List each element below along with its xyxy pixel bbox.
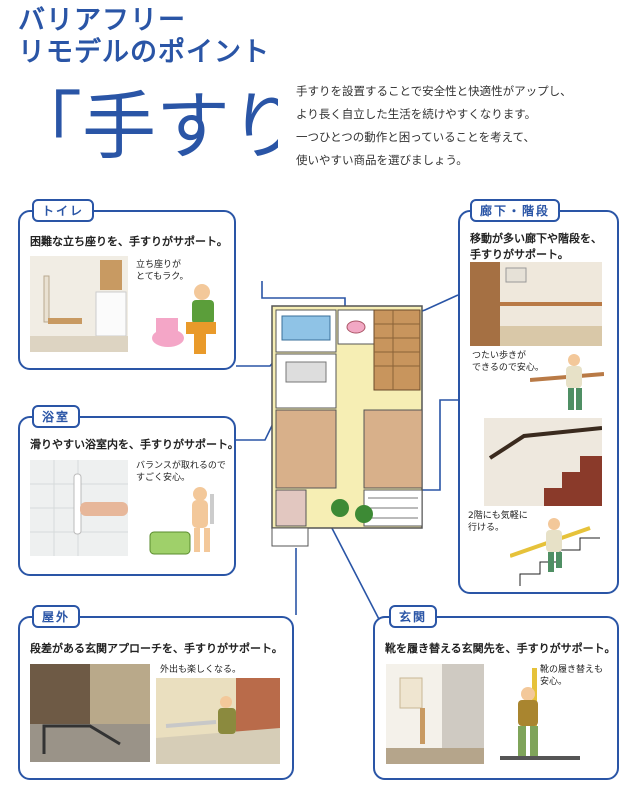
toilet-illustration — [146, 282, 228, 360]
stairs-photo — [484, 418, 602, 506]
section-bath-label: 浴室 — [32, 405, 81, 428]
section-bath-headline: 滑りやすい浴室内を、手すりがサポート。 — [30, 438, 239, 451]
entrance-caption: 靴の履き替えも安心。 — [540, 665, 604, 687]
outdoor-illustration — [156, 678, 280, 764]
header-line1: バリアフリー — [18, 5, 186, 36]
intro-line: 手すりを設置することで安全性と快適性がアップし、 — [296, 84, 572, 98]
section-hall-label: 廊下・階段 — [470, 199, 561, 222]
outdoor-caption: 外出も楽しくなる。 — [160, 665, 242, 675]
intro-line: 一つひとつの動作と困っていることを考えて、 — [296, 130, 535, 144]
bath-photo — [30, 460, 128, 556]
section-outdoor-label: 屋外 — [32, 605, 81, 628]
hall-photo — [470, 262, 602, 346]
section-toilet-label: トイレ — [32, 199, 95, 222]
toilet-photo — [30, 256, 128, 352]
section-hall-headline: 移動が多い廊下や階段を、手すりがサポート。 — [470, 232, 602, 261]
big-title-text: 「手すり」 — [8, 85, 278, 166]
bath-caption: バランスが取れるのですごく安心。 — [136, 461, 226, 483]
section-entrance-label: 玄関 — [389, 605, 438, 628]
hall-caption1: つたい歩きができるので安心。 — [472, 351, 544, 373]
entrance-illustration — [500, 668, 610, 768]
intro-line: より長く自立した生活を続けやすくなります。 — [296, 107, 537, 121]
toilet-caption: 立ち座りがとてもラク。 — [136, 260, 189, 282]
intro-line: 使いやすい商品を選びましょう。 — [296, 153, 468, 167]
intro-text: 手すりを設置することで安全性と快適性がアップし、 より長く自立した生活を続けやす… — [296, 80, 616, 172]
hall-illustration2 — [510, 512, 606, 586]
section-entrance-headline: 靴を履き替える玄関先を、手すりがサポート。 — [385, 642, 616, 655]
header-line2: リモデルのポイント — [18, 37, 270, 68]
outdoor-photo — [30, 664, 150, 762]
entrance-photo — [386, 664, 484, 764]
section-outdoor-headline: 段差がある玄関アプローチを、手すりがサポート。 — [30, 642, 283, 655]
hall-illustration1 — [530, 350, 604, 414]
hall-caption2: 2階にも気軽に行ける。 — [468, 511, 528, 533]
bath-illustration — [148, 484, 230, 560]
floor-plan — [268, 302, 428, 557]
section-toilet-headline: 困難な立ち座りを、手すりがサポート。 — [30, 235, 228, 248]
big-title: 「手すり」 — [8, 76, 278, 166]
